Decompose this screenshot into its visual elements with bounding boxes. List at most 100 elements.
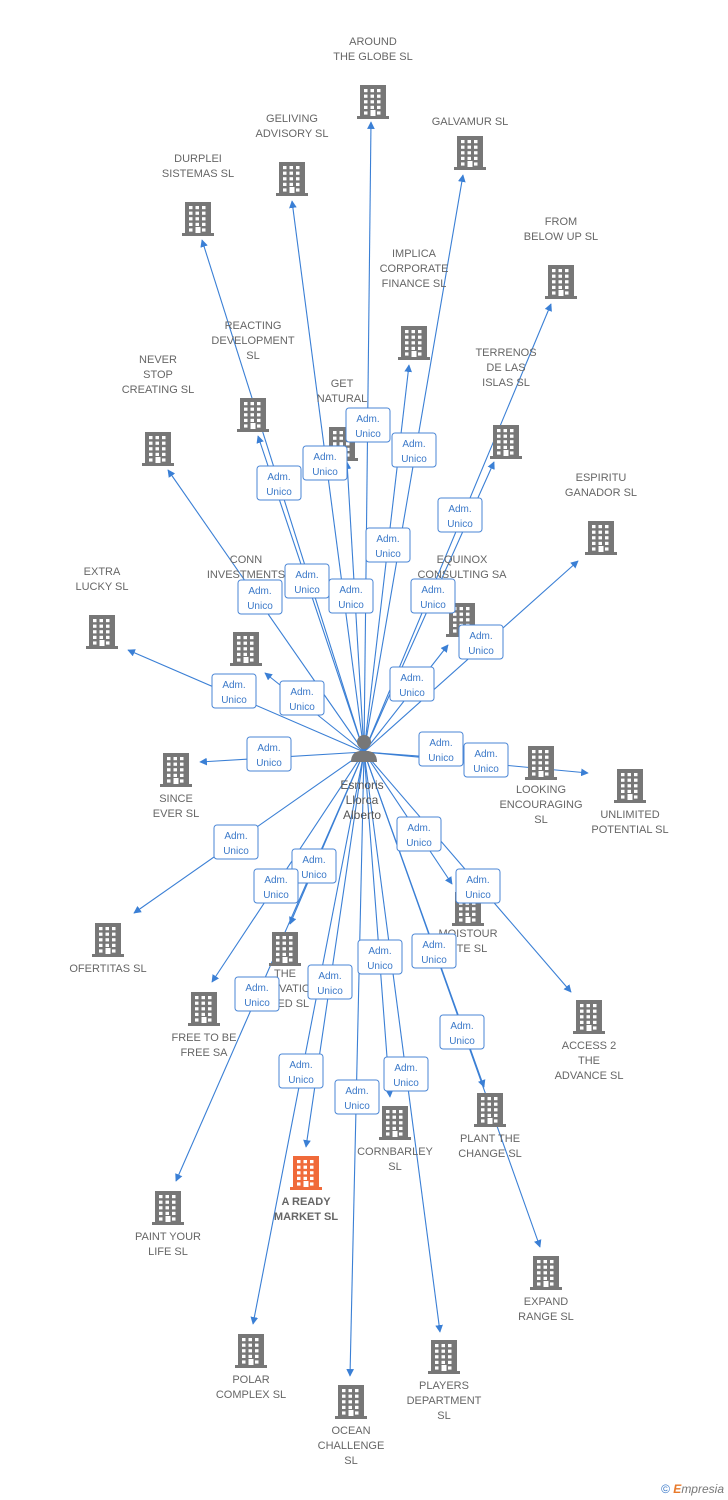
role-badge-around-the-globe[interactable]: Adm.Unico (345, 407, 391, 443)
role-badge-plant-the-change[interactable]: Adm.Unico (411, 933, 457, 969)
role-label: Adm.Unico (401, 439, 427, 465)
edge-polar-complex (250, 751, 365, 1325)
role-badge-a-ready-market[interactable]: Adm.Unico (307, 964, 353, 1000)
role-badge-paint-your-life[interactable]: Adm.Unico (234, 976, 280, 1012)
role-badge-get-natural[interactable]: Adm.Unico (328, 578, 374, 614)
role-badge-reacting-development[interactable]: Adm.Unico (284, 563, 330, 599)
role-badge-implica-corporate-finance[interactable]: Adm.Unico (365, 527, 411, 563)
building-icon (545, 265, 577, 299)
building-icon (160, 753, 192, 787)
building-icon (188, 992, 220, 1026)
role-label: Adm.Unico (344, 1086, 370, 1112)
building-icon (379, 1106, 411, 1140)
role-badge-ocean-challenge[interactable]: Adm.Unico (334, 1079, 380, 1115)
role-badge-free-to-be-free[interactable]: Adm.Unico (253, 868, 299, 904)
role-badge-durplei-sistemas[interactable]: Adm.Unico (256, 465, 302, 501)
role-label: Adm.Unico (301, 855, 327, 881)
edge-players-department (363, 751, 443, 1333)
building-icon (235, 1334, 267, 1368)
role-badge-never-stop-creating[interactable]: Adm.Unico (237, 579, 283, 615)
building-icon (142, 432, 174, 466)
edge-expand-range (363, 751, 542, 1248)
building-icon (530, 1256, 562, 1290)
building-icon (269, 932, 301, 966)
building-icon (614, 769, 646, 803)
building-icon (152, 1191, 184, 1225)
edge-labels-layer: Adm.UnicoAdm.UnicoAdm.UnicoAdm.UnicoAdm.… (211, 407, 509, 1115)
role-label: Adm.Unico (421, 940, 447, 966)
role-badge-polar-complex[interactable]: Adm.Unico (278, 1053, 324, 1089)
role-badge-equinox-consulting[interactable]: Adm.Unico (389, 666, 435, 702)
role-badge-moistour-ute[interactable]: Adm.Unico (396, 816, 442, 852)
role-badge-expand-range[interactable]: Adm.Unico (439, 1014, 485, 1050)
role-badge-looking-encouraging[interactable]: Adm.Unico (418, 731, 464, 767)
role-badge-players-department[interactable]: Adm.Unico (383, 1056, 429, 1092)
footer-brand[interactable]: © Empresia (661, 1482, 724, 1496)
brand-logo: Empresia (673, 1482, 724, 1496)
person-icon (351, 735, 377, 762)
role-badge-cornbarley[interactable]: Adm.Unico (357, 939, 403, 975)
role-badge-access-2-the-advance[interactable]: Adm.Unico (455, 868, 501, 904)
role-label: Adm.Unico (312, 452, 338, 478)
building-icon (525, 746, 557, 780)
edge-free-to-be-free (211, 751, 365, 983)
role-label: Adm.Unico (468, 631, 494, 657)
copyright-icon: © (661, 1482, 670, 1496)
role-label: Adm.Unico (406, 823, 432, 849)
edge-cornbarley (363, 751, 394, 1098)
role-label: Adm.Unico (317, 971, 343, 997)
company-node-ofertitas[interactable]: OFERTITAS SL (69, 923, 147, 975)
building-icon (585, 521, 617, 555)
building-icon (276, 162, 308, 196)
role-badge-espiritu-ganador[interactable]: Adm.Unico (458, 624, 504, 660)
role-badge-since-ever[interactable]: Adm.Unico (246, 736, 292, 772)
company-label: GALVAMUR SL (432, 116, 509, 128)
role-label: Adm.Unico (428, 738, 454, 764)
role-badge-unlimited-potential[interactable]: Adm.Unico (463, 742, 509, 778)
role-label: Adm.Unico (449, 1021, 475, 1047)
role-badge-extra-lucky[interactable]: Adm.Unico (211, 673, 257, 709)
role-label: Adm.Unico (393, 1063, 419, 1089)
building-icon (92, 923, 124, 957)
company-node-galvamur[interactable]: GALVAMUR SL (432, 116, 509, 170)
role-badge-terrenos-de-las-islas[interactable]: Adm.Unico (410, 578, 456, 614)
role-badge-ofertitas[interactable]: Adm.Unico (213, 824, 259, 860)
role-badge-galvamur[interactable]: Adm.Unico (391, 432, 437, 468)
role-badge-the-innovation-lived[interactable]: Adm.Unico (291, 848, 337, 884)
role-badge-from-below-up[interactable]: Adm.Unico (437, 497, 483, 533)
role-badge-conn-investments[interactable]: Adm.Unico (279, 680, 325, 716)
role-badge-geliving-advisory[interactable]: Adm.Unico (302, 445, 348, 481)
role-label: Adm.Unico (223, 831, 249, 857)
